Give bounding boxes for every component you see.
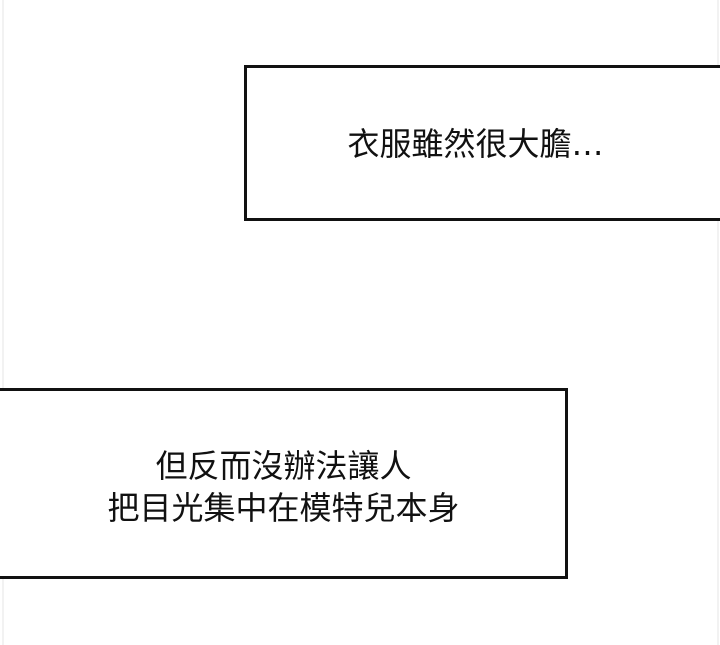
page-edge-right (717, 0, 719, 645)
caption-box-top: 衣服雖然很大膽… (244, 65, 720, 221)
caption-line: 把目光集中在模特兒本身 (107, 488, 460, 527)
caption-line: 但反而沒辦法讓人 (155, 446, 412, 485)
caption-box-bottom: 但反而沒辦法讓人 把目光集中在模特兒本身 (0, 388, 568, 579)
page-edge-left (2, 0, 4, 645)
caption-text-top: 衣服雖然很大膽… (347, 123, 603, 165)
caption-line: 衣服雖然很大膽… (347, 125, 604, 163)
caption-text-bottom: 但反而沒辦法讓人 把目光集中在模特兒本身 (107, 445, 459, 529)
